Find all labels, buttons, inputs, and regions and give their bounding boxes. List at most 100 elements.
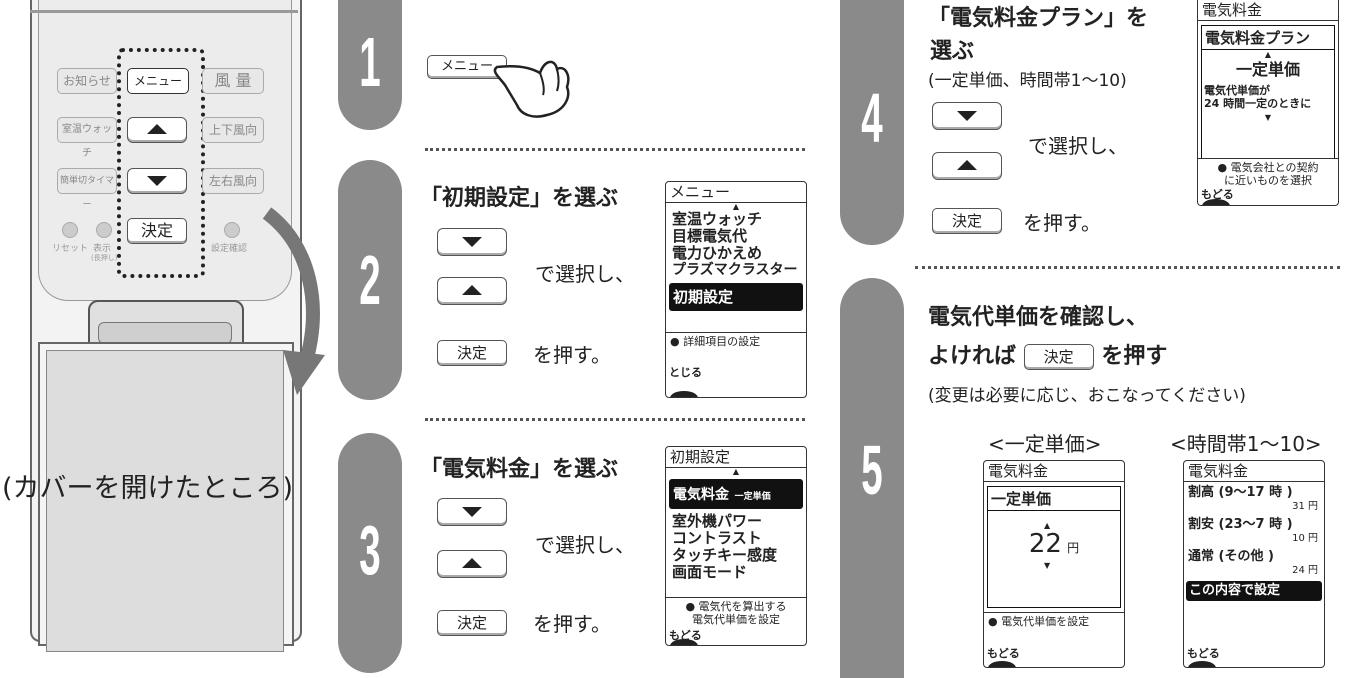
step3-up-key[interactable] xyxy=(437,550,507,578)
step2-heading: 「初期設定」を選ぶ xyxy=(420,186,619,211)
down-button[interactable] xyxy=(127,168,187,194)
remote-caption: (カバーを開けたところ) xyxy=(2,473,294,504)
lcd-selected-item: 初期設定 xyxy=(669,283,803,311)
reset-label: リセット xyxy=(52,244,89,254)
lcd-info: ● 電気代を算出する 電気代単価を設定 xyxy=(666,597,806,628)
step1-number: 1 xyxy=(359,23,381,101)
lcd-title: メニュー xyxy=(666,182,806,203)
step5-number: 5 xyxy=(861,431,883,509)
step2-down-key[interactable] xyxy=(437,228,507,256)
step3-down-key[interactable] xyxy=(437,498,507,526)
rate-low-value: 10 円 xyxy=(1292,533,1318,544)
open-cover-arrow-icon xyxy=(262,207,325,395)
step2-lcd: メニュー ▲ 室温ウォッチ 目標電気代 電力ひかえめ プラズマクラスター 初期設… xyxy=(665,181,807,398)
lcd-item: 電力ひかえめ xyxy=(672,244,763,262)
step4-heading-2: 選ぶ xyxy=(930,39,975,64)
lcd-info: ● 詳細項目の設定 xyxy=(666,332,806,350)
step4-down-key[interactable] xyxy=(932,102,1002,130)
step1-tab xyxy=(338,0,402,130)
step2-press-text: を押す。 xyxy=(533,343,611,367)
lcd-item: プラズマクラスター xyxy=(672,262,798,278)
timer-button[interactable]: 簡単切タイマー xyxy=(57,168,117,210)
step5-label-right: <時間帯1〜10> xyxy=(1170,432,1322,456)
lcd-selected-item: 電気料金 一定単価 xyxy=(669,479,803,509)
step3-number: 3 xyxy=(359,511,381,589)
step2-tab xyxy=(338,160,402,400)
value-down-icon: ▼ xyxy=(1044,561,1051,570)
step4-press-text: を押す。 xyxy=(1023,211,1101,235)
up-arrow-icon xyxy=(957,160,977,170)
lcd-back: とじる xyxy=(669,366,702,379)
lcd-item: 室外機パワー xyxy=(672,512,763,530)
settei-button[interactable] xyxy=(224,222,240,238)
lcd-back: もどる xyxy=(987,647,1020,660)
step3-heading: 「電気料金」を選ぶ xyxy=(420,457,619,482)
rate-low: 割安 (23〜7 時 ) xyxy=(1188,517,1293,532)
hyoji-label: 表示 xyxy=(93,244,112,254)
oshirase-button[interactable]: お知らせ xyxy=(57,68,117,94)
lcd-item: タッチキー感度 xyxy=(672,546,778,564)
step5-kettei-button[interactable]: 決定 xyxy=(1023,344,1094,370)
step3-select-text: で選択し、 xyxy=(535,533,635,557)
step3-press-text: を押す。 xyxy=(533,612,611,636)
up-button[interactable] xyxy=(127,117,187,143)
shitsuon-button[interactable]: 室温ウォッチ xyxy=(57,117,117,159)
lcd-title: 電気料金 xyxy=(1184,461,1324,482)
rate-high-value: 31 円 xyxy=(1292,501,1318,512)
lcd-back: もどる xyxy=(1201,188,1234,201)
step4-up-key[interactable] xyxy=(932,152,1002,180)
joge-button[interactable]: 上下風向 xyxy=(202,117,264,143)
step5-sub: (変更は必要に応じ、おこなってください) xyxy=(928,386,1246,406)
step3-kettei-button[interactable]: 決定 xyxy=(437,610,507,636)
step5-lcd-left: 電気料金 一定単価 22 円 ▲ ▼ ● 電気代単価を設定 もどる xyxy=(983,460,1125,668)
up-arrow-icon xyxy=(462,558,482,568)
reset-button[interactable] xyxy=(62,222,78,238)
rate-normal: 通常 (その他 ) xyxy=(1188,549,1274,564)
lcd-back: もどる xyxy=(669,629,702,642)
remote-display-window xyxy=(46,350,284,652)
down-arrow-icon xyxy=(147,176,167,186)
scroll-up-icon: ▲ xyxy=(1264,50,1272,59)
lcd-title: 初期設定 xyxy=(666,447,806,468)
divider-2-3 xyxy=(425,418,805,421)
scroll-up-icon: ▲ xyxy=(732,467,740,476)
lcd-item: コントラスト xyxy=(672,529,762,547)
pointing-hand-icon xyxy=(493,60,570,118)
step4-lcd: 電気料金 電気料金プラン ▲ 一定単価 電気代単価が 24 時間一定のときに ▼… xyxy=(1197,0,1339,206)
lcd-title: 電気料金 xyxy=(1198,0,1338,21)
up-arrow-icon xyxy=(462,285,482,295)
lcd-info: ● 電気代単価を設定 xyxy=(984,612,1124,630)
lcd-title: 電気料金 xyxy=(984,461,1124,482)
step5-tab xyxy=(840,278,904,678)
step2-number: 2 xyxy=(359,241,381,319)
step3-lcd: 初期設定 ▲ 電気料金 一定単価 室外機パワー コントラスト タッチキー感度 画… xyxy=(665,446,807,646)
step4-tab xyxy=(840,0,904,245)
hyoji-button[interactable] xyxy=(96,222,112,238)
step4-heading-1: 「電気料金プラン」を xyxy=(928,6,1149,31)
confirm-setting-button[interactable]: この内容で設定 xyxy=(1186,581,1322,601)
lcd-item: 目標電気代 xyxy=(672,227,748,245)
step4-select-text: で選択し、 xyxy=(1028,134,1128,158)
step2-up-key[interactable] xyxy=(437,277,507,305)
step4-sub: (一定単価、時間帯1〜10) xyxy=(928,71,1127,91)
step2-select-text: で選択し、 xyxy=(535,262,635,286)
down-arrow-icon xyxy=(462,237,482,247)
menu-button[interactable]: メニュー xyxy=(127,68,189,94)
down-arrow-icon xyxy=(957,111,977,121)
lcd-back: もどる xyxy=(1187,647,1220,660)
step5-heading-2: よければ 決定 を押す xyxy=(928,344,1168,370)
step5-label-left: <一定単価> xyxy=(988,432,1102,456)
lcd-item: 画面モード xyxy=(672,563,748,581)
furyou-button[interactable]: 風 量 xyxy=(202,68,264,94)
remote-kettei-button[interactable]: 決定 xyxy=(127,218,187,244)
value-up-icon: ▲ xyxy=(1044,521,1051,530)
step4-kettei-button[interactable]: 決定 xyxy=(932,208,1002,234)
lcd-item: 室温ウォッチ xyxy=(672,210,763,228)
up-arrow-icon xyxy=(147,124,167,134)
step5-lcd-right: 電気料金 割高 (9〜17 時 ) 31 円 割安 (23〜7 時 ) 10 円… xyxy=(1183,460,1325,668)
highlight-frame xyxy=(117,48,205,278)
step2-kettei-button[interactable]: 決定 xyxy=(437,340,507,366)
sayu-button[interactable]: 左右風向 xyxy=(202,168,264,194)
divider-1-2 xyxy=(425,148,805,151)
lcd-info: ● 電気会社との契約 に近いものを選択 xyxy=(1198,158,1338,189)
